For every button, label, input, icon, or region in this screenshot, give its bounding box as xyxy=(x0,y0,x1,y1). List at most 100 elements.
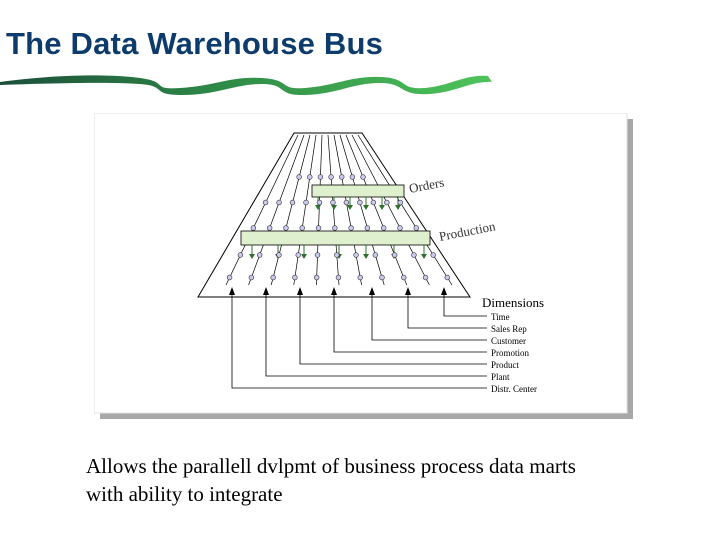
fact-drop-arrow xyxy=(331,205,337,210)
dimension-arrowhead xyxy=(229,287,235,295)
bus-dot xyxy=(343,199,350,206)
bus-dot xyxy=(348,225,354,231)
bus-dot xyxy=(314,252,321,258)
dimension-connector xyxy=(231,289,487,389)
caption-line-2: with ability to integrate xyxy=(86,482,283,506)
bus-dot xyxy=(357,199,363,206)
bus-dot xyxy=(328,174,334,180)
bus-dot xyxy=(248,274,255,281)
bus-dot xyxy=(401,274,407,281)
bus-dot xyxy=(411,252,417,258)
bus-dot xyxy=(313,274,320,281)
fact-drop-arrow xyxy=(363,254,369,259)
slide-title: The Data Warehouse Bus xyxy=(6,26,384,61)
fact-drop-arrow xyxy=(363,205,369,210)
dimension-label-distr-center: Distr. Center xyxy=(491,384,537,394)
dimension-label-sales-rep: Sales Rep xyxy=(491,324,527,334)
bus-dot xyxy=(256,252,263,258)
bus-dot xyxy=(289,199,296,206)
bus-dot xyxy=(391,252,398,258)
dimension-connector xyxy=(371,289,487,341)
bus-dot xyxy=(292,274,298,281)
dimensions-heading: Dimensions xyxy=(482,295,544,310)
bus-dot xyxy=(270,274,276,281)
bus-dot xyxy=(250,225,257,231)
bus-dot xyxy=(339,174,345,180)
bus-dot xyxy=(299,225,305,231)
dimension-arrowhead xyxy=(263,287,269,295)
bus-dot xyxy=(357,274,363,281)
fact-drop-arrow xyxy=(301,254,307,259)
fact-drop-arrow xyxy=(347,205,353,210)
dimension-arrowhead xyxy=(441,287,447,295)
dimension-arrows xyxy=(229,287,487,389)
bus-line xyxy=(293,134,317,286)
dimension-label-plant: Plant xyxy=(491,372,510,382)
bus-dot xyxy=(266,225,273,231)
data-warehouse-bus-diagram: Orders Production Dimensions Time Sales … xyxy=(94,113,633,419)
dimension-arrowhead xyxy=(369,287,375,295)
dimension-label-product: Product xyxy=(491,360,519,370)
bus-dot xyxy=(332,225,338,231)
bus-dot xyxy=(334,252,340,258)
bus-dot xyxy=(335,274,342,281)
bus-dot xyxy=(444,274,450,281)
dimension-connector xyxy=(265,289,487,377)
dimension-label-time: Time xyxy=(491,312,510,322)
bus-dot xyxy=(316,199,323,206)
bus-line xyxy=(225,134,299,286)
bus-dot xyxy=(364,225,371,231)
dimension-connector xyxy=(443,289,487,317)
fact-drop-arrow xyxy=(421,254,427,259)
bus-dot xyxy=(370,199,377,206)
fact-bar-orders xyxy=(311,184,405,198)
fact-drop-arrow xyxy=(379,205,385,210)
dimension-arrowhead xyxy=(331,287,337,295)
bus-dot xyxy=(397,199,403,206)
bus-dot xyxy=(315,225,322,231)
bus-dot xyxy=(422,274,429,281)
fact-bar-production xyxy=(240,230,431,246)
bus-line xyxy=(357,134,453,286)
fact-drop-arrow xyxy=(315,205,321,210)
bus-dot xyxy=(307,174,313,180)
bus-dot xyxy=(379,274,385,281)
dimension-list: Time Sales Rep Customer Promotion Produc… xyxy=(491,312,537,394)
fact-drop-arrow xyxy=(249,254,255,259)
bus-line xyxy=(351,134,430,286)
bus-dot xyxy=(349,174,356,180)
bus-dot xyxy=(237,252,244,258)
bus-dot xyxy=(283,225,289,231)
bus-line xyxy=(316,134,323,286)
bus-dot xyxy=(317,174,324,180)
bus-dot xyxy=(353,252,359,258)
dimension-connector xyxy=(333,289,487,353)
fact-orders: Orders xyxy=(311,174,446,210)
bus-dot xyxy=(330,199,336,206)
bus-dot xyxy=(226,274,233,281)
bus-line xyxy=(327,134,340,286)
bus-dot xyxy=(276,252,282,258)
fact-label-orders: Orders xyxy=(408,174,446,195)
bus-dot xyxy=(295,252,301,258)
caption-line-1: Allows the parallell dvlpmt of business … xyxy=(86,454,576,478)
bus-dot xyxy=(303,199,309,206)
bus-dots xyxy=(226,174,450,281)
bus-lines xyxy=(225,134,453,286)
bus-dot xyxy=(380,225,387,231)
bus-dot xyxy=(276,199,282,206)
dimension-arrowhead xyxy=(297,287,303,295)
slide-caption: Allows the parallell dvlpmt of business … xyxy=(86,452,686,508)
bus-line xyxy=(339,134,385,286)
bus-line xyxy=(248,134,305,286)
fact-drop-arrow xyxy=(395,205,401,210)
bus-dot xyxy=(413,225,419,231)
dimension-connector xyxy=(299,289,487,365)
bus-dot xyxy=(372,252,379,258)
bus-line xyxy=(270,134,311,286)
bus-dot xyxy=(397,225,403,231)
dimension-label-customer: Customer xyxy=(491,336,526,346)
dimension-connector xyxy=(407,289,487,329)
orders-dimension-drops xyxy=(315,197,401,210)
dimension-arrowhead xyxy=(405,287,411,295)
